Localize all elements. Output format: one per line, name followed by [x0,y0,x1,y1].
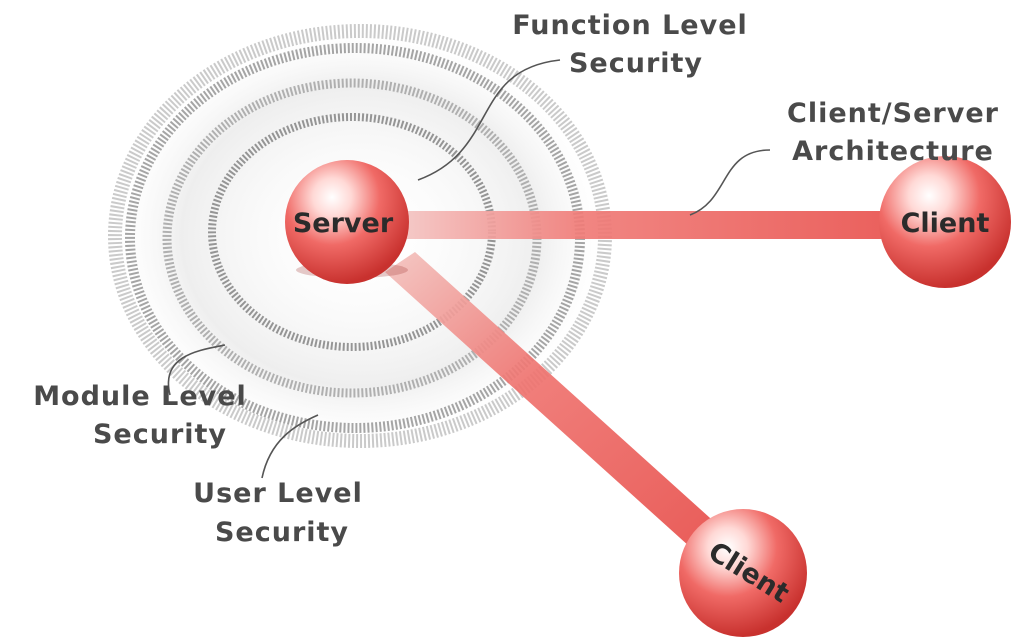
label-client-server-line2: Architecture [792,136,994,167]
server-ball [285,160,409,284]
leader-user-level [261,414,319,479]
label-function-level: Function Level Security [512,10,748,79]
client-right-ball [879,156,1011,288]
leader-function-level [417,59,561,181]
connections [385,211,910,565]
label-function-level-line1: Function Level [512,10,748,41]
label-module-level-line2: Security [93,419,227,450]
client-bottom-node: Client [679,509,807,637]
client-right-node: Client [879,156,1011,288]
label-user-level: User Level Security [193,478,363,548]
leader-client-server [689,149,771,216]
label-function-level-line2: Security [569,48,703,79]
link-server-client-right [400,211,910,239]
label-user-level-line1: User Level [193,478,363,509]
label-client-server-line1: Client/Server [787,98,999,129]
label-module-level-line1: Module Level [33,381,247,412]
leader-lines [167,59,771,479]
leader-module-level [167,344,226,396]
server-label: Server [293,208,394,239]
label-user-level-line2: Security [215,517,349,548]
server-node: Server [285,160,409,284]
link-server-client-bottom [385,252,740,565]
client-bottom-ball [679,509,807,637]
label-client-server: Client/Server Architecture [787,98,999,167]
client-right-label: Client [901,208,990,239]
label-module-level: Module Level Security [33,381,247,450]
